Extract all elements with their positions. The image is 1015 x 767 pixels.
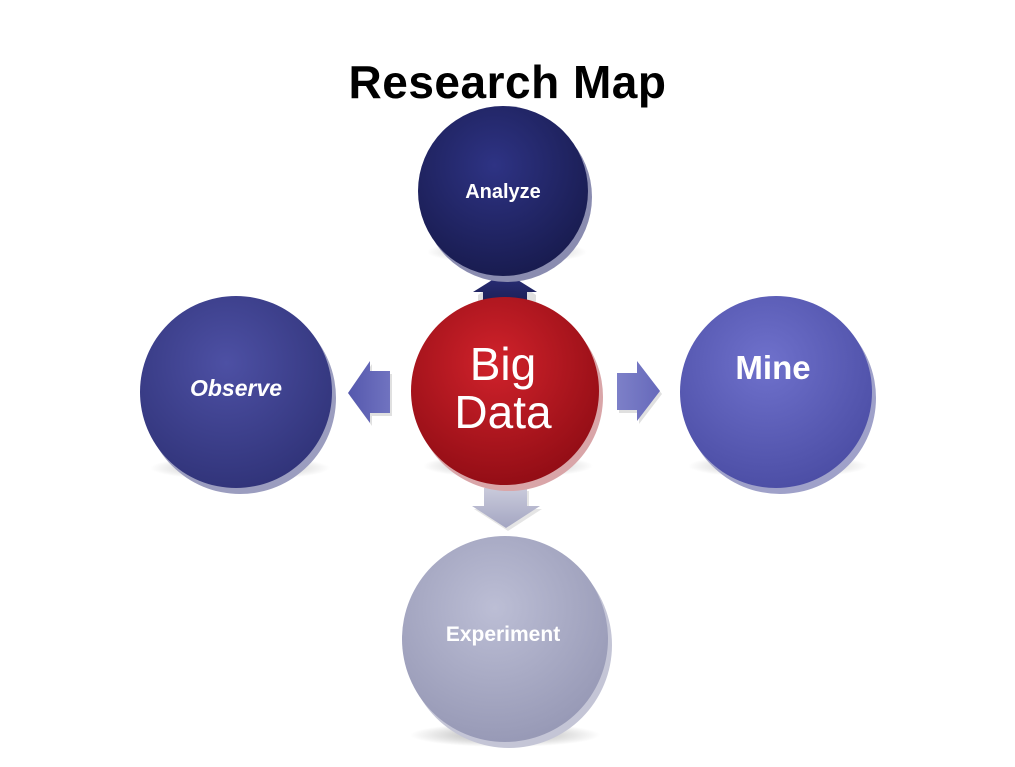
arrow-to-mine — [617, 361, 662, 424]
arrow-to-experiment — [472, 488, 542, 531]
node-experiment-label: Experiment — [446, 623, 560, 646]
node-analyze: Analyze — [418, 106, 592, 282]
node-experiment: Experiment — [402, 536, 612, 748]
node-observe-label: Observe — [190, 375, 282, 401]
node-observe: Observe — [140, 296, 336, 494]
node-mine: Mine — [680, 296, 876, 494]
node-mine-label: Mine — [735, 349, 810, 386]
diagram-title: Research Map — [348, 56, 667, 108]
center-label-line2: Data — [454, 386, 552, 438]
arrow-to-observe — [348, 361, 392, 426]
center-label-line1: Big — [470, 338, 536, 390]
node-analyze-label: Analyze — [465, 181, 541, 203]
node-big-data: Big Data — [411, 297, 603, 491]
